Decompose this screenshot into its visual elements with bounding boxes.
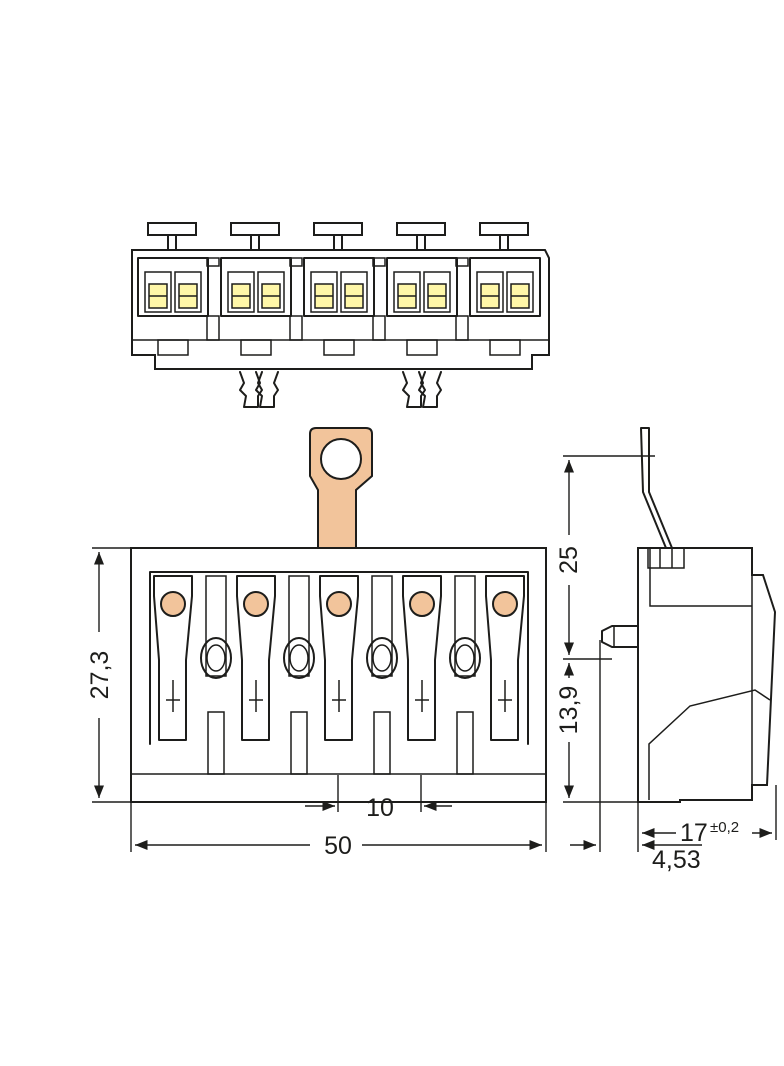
cell-separator (206, 315, 220, 341)
copper-contact-dot (326, 591, 352, 617)
push-button-head (479, 222, 529, 236)
push-button-stem (167, 234, 177, 251)
mounting-peg-left (239, 371, 279, 408)
push-buttons (147, 222, 529, 251)
copper-contact-dot (492, 591, 518, 617)
clamp-frame (257, 271, 285, 313)
partition-lower (456, 711, 474, 775)
cell-separator-top (372, 257, 386, 267)
clamp-frame (144, 271, 172, 313)
cell-separator (455, 315, 469, 341)
cell-separator (289, 315, 303, 341)
partition (288, 575, 310, 677)
push-button-stem (416, 234, 426, 251)
push-button-stem (499, 234, 509, 251)
dim-depth-tolerance: ±0,2 (710, 819, 739, 836)
contact-slot (319, 575, 359, 741)
mounting-hole (200, 637, 232, 679)
push-button-stem (250, 234, 260, 251)
mounting-hole-inner (206, 644, 226, 672)
top-view (131, 222, 550, 408)
base-notch (489, 339, 521, 356)
mounting-hole-inner (455, 644, 475, 672)
dim-height-tab: 25 (555, 546, 583, 574)
dim-depth: 17 (680, 819, 708, 847)
partition-lower (207, 711, 225, 775)
push-button-head (313, 222, 363, 236)
contact-slots (153, 575, 525, 775)
contact-slot (485, 575, 525, 741)
clamp-frame (310, 271, 338, 313)
mounting-hole (449, 637, 481, 679)
push-button-stem (333, 234, 343, 251)
partition (454, 575, 476, 677)
mounting-hole-inner (372, 644, 392, 672)
contact-slot (236, 575, 276, 741)
partition-lower (290, 711, 308, 775)
clamp-cell (469, 257, 541, 317)
push-button-head (230, 222, 280, 236)
base-notch (157, 339, 189, 356)
push-button-head (147, 222, 197, 236)
push-button-head (396, 222, 446, 236)
cell-separator-top (455, 257, 469, 267)
copper-contact-dot (160, 591, 186, 617)
mounting-hole-inner (289, 644, 309, 672)
contact-slot (153, 575, 193, 741)
clamp-frame (393, 271, 421, 313)
clamp-frame (340, 271, 368, 313)
front-view (130, 427, 547, 803)
dim-width-total: 50 (324, 832, 352, 860)
copper-tab (309, 427, 373, 549)
dim-height-lower: 13,9 (555, 686, 583, 735)
partition (371, 575, 393, 677)
clamp-frame (174, 271, 202, 313)
copper-contact-dot (409, 591, 435, 617)
clamp-frame (476, 271, 504, 313)
mounting-peg-right (402, 371, 442, 408)
mounting-hole (283, 637, 315, 679)
partition (205, 575, 227, 677)
clamp-cells (137, 257, 541, 356)
base-notch (240, 339, 272, 356)
mounting-hole (366, 637, 398, 679)
contact-slot (402, 575, 442, 741)
dim-height-body: 27,3 (86, 651, 114, 700)
side-view (601, 427, 777, 803)
cell-separator (372, 315, 386, 341)
clamp-frame (506, 271, 534, 313)
cell-separator-top (289, 257, 303, 267)
dim-offset: 4,53 (652, 846, 701, 874)
cell-separator-top (206, 257, 220, 267)
clamp-frame (423, 271, 451, 313)
base-notch (406, 339, 438, 356)
dim-pitch: 10 (366, 794, 394, 822)
copper-contact-dot (243, 591, 269, 617)
base-notch (323, 339, 355, 356)
dimension-lines (92, 455, 777, 852)
partition-lower (373, 711, 391, 775)
clamp-frame (227, 271, 255, 313)
